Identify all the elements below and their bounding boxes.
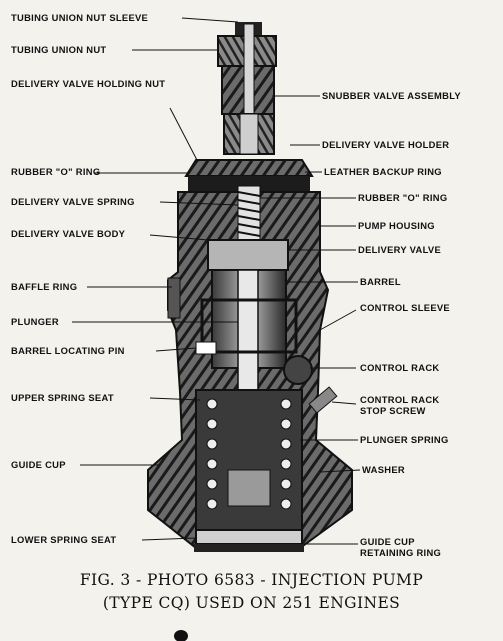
figure-caption-line1: FIG. 3 - PHOTO 6583 - INJECTION PUMP	[79, 571, 424, 589]
label-control-rack-stop-screw-line1: CONTROL RACK	[360, 394, 440, 405]
label-delivery-valve-holding-nut: DELIVERY VALVE HOLDING NUT	[11, 78, 166, 89]
lower-spring-seat	[194, 529, 304, 552]
control-sleeve	[200, 298, 298, 354]
delivery-valve-holder	[223, 113, 275, 155]
label-pump-housing: PUMP HOUSING	[358, 220, 435, 231]
label-barrel-locating-pin: BARREL LOCATING PIN	[11, 345, 125, 356]
label-guide-cup-retaining-ring-line2: RETAINING RING	[360, 547, 442, 558]
tubing-union-nut	[217, 22, 277, 115]
leader-lines	[72, 17, 361, 545]
label-rubber-o-ring-left: RUBBER "O" RING	[11, 166, 101, 177]
label-tubing-union-nut-sleeve: TUBING UNION NUT SLEEVE	[11, 12, 149, 23]
delivery-valve-body	[207, 239, 289, 271]
label-guide-cup: GUIDE CUP	[11, 459, 66, 470]
label-tubing-union-nut: TUBING UNION NUT	[11, 44, 107, 55]
label-delivery-valve-body: DELIVERY VALVE BODY	[11, 228, 126, 239]
label-control-rack: CONTROL RACK	[360, 362, 440, 373]
delivery-valve-holding-nut	[184, 159, 314, 192]
label-delivery-valve: DELIVERY VALVE	[358, 244, 442, 255]
label-delivery-valve-spring: DELIVERY VALVE SPRING	[11, 196, 135, 207]
label-baffle-ring: BAFFLE RING	[11, 281, 78, 292]
label-snubber-valve-assembly: SNUBBER VALVE ASSEMBLY	[322, 90, 461, 101]
label-lower-spring-seat: LOWER SPRING SEAT	[11, 534, 117, 545]
delivery-valve-spring	[237, 185, 261, 245]
plunger-spring	[195, 389, 303, 531]
label-plunger-spring: PLUNGER SPRING	[360, 434, 449, 445]
label-control-sleeve: CONTROL SLEEVE	[360, 302, 450, 313]
label-delivery-valve-holder: DELIVERY VALVE HOLDER	[322, 139, 450, 150]
label-guide-cup-retaining-ring-line1: GUIDE CUP	[360, 536, 415, 547]
control-rack	[283, 355, 338, 414]
label-rubber-o-ring-right: RUBBER "O" RING	[358, 192, 448, 203]
label-control-rack-stop-screw-line2: STOP SCREW	[360, 405, 426, 416]
label-upper-spring-seat: UPPER SPRING SEAT	[11, 392, 114, 403]
label-washer: WASHER	[362, 464, 405, 475]
label-barrel: BARREL	[360, 276, 401, 287]
label-leather-backup-ring: LEATHER BACKUP RING	[324, 166, 442, 177]
barrel-locating-pin	[195, 341, 217, 355]
ink-blot	[174, 630, 188, 641]
figure-caption-line2: (TYPE CQ) USED ON 251 ENGINES	[102, 594, 401, 612]
label-plunger: PLUNGER	[11, 316, 59, 327]
